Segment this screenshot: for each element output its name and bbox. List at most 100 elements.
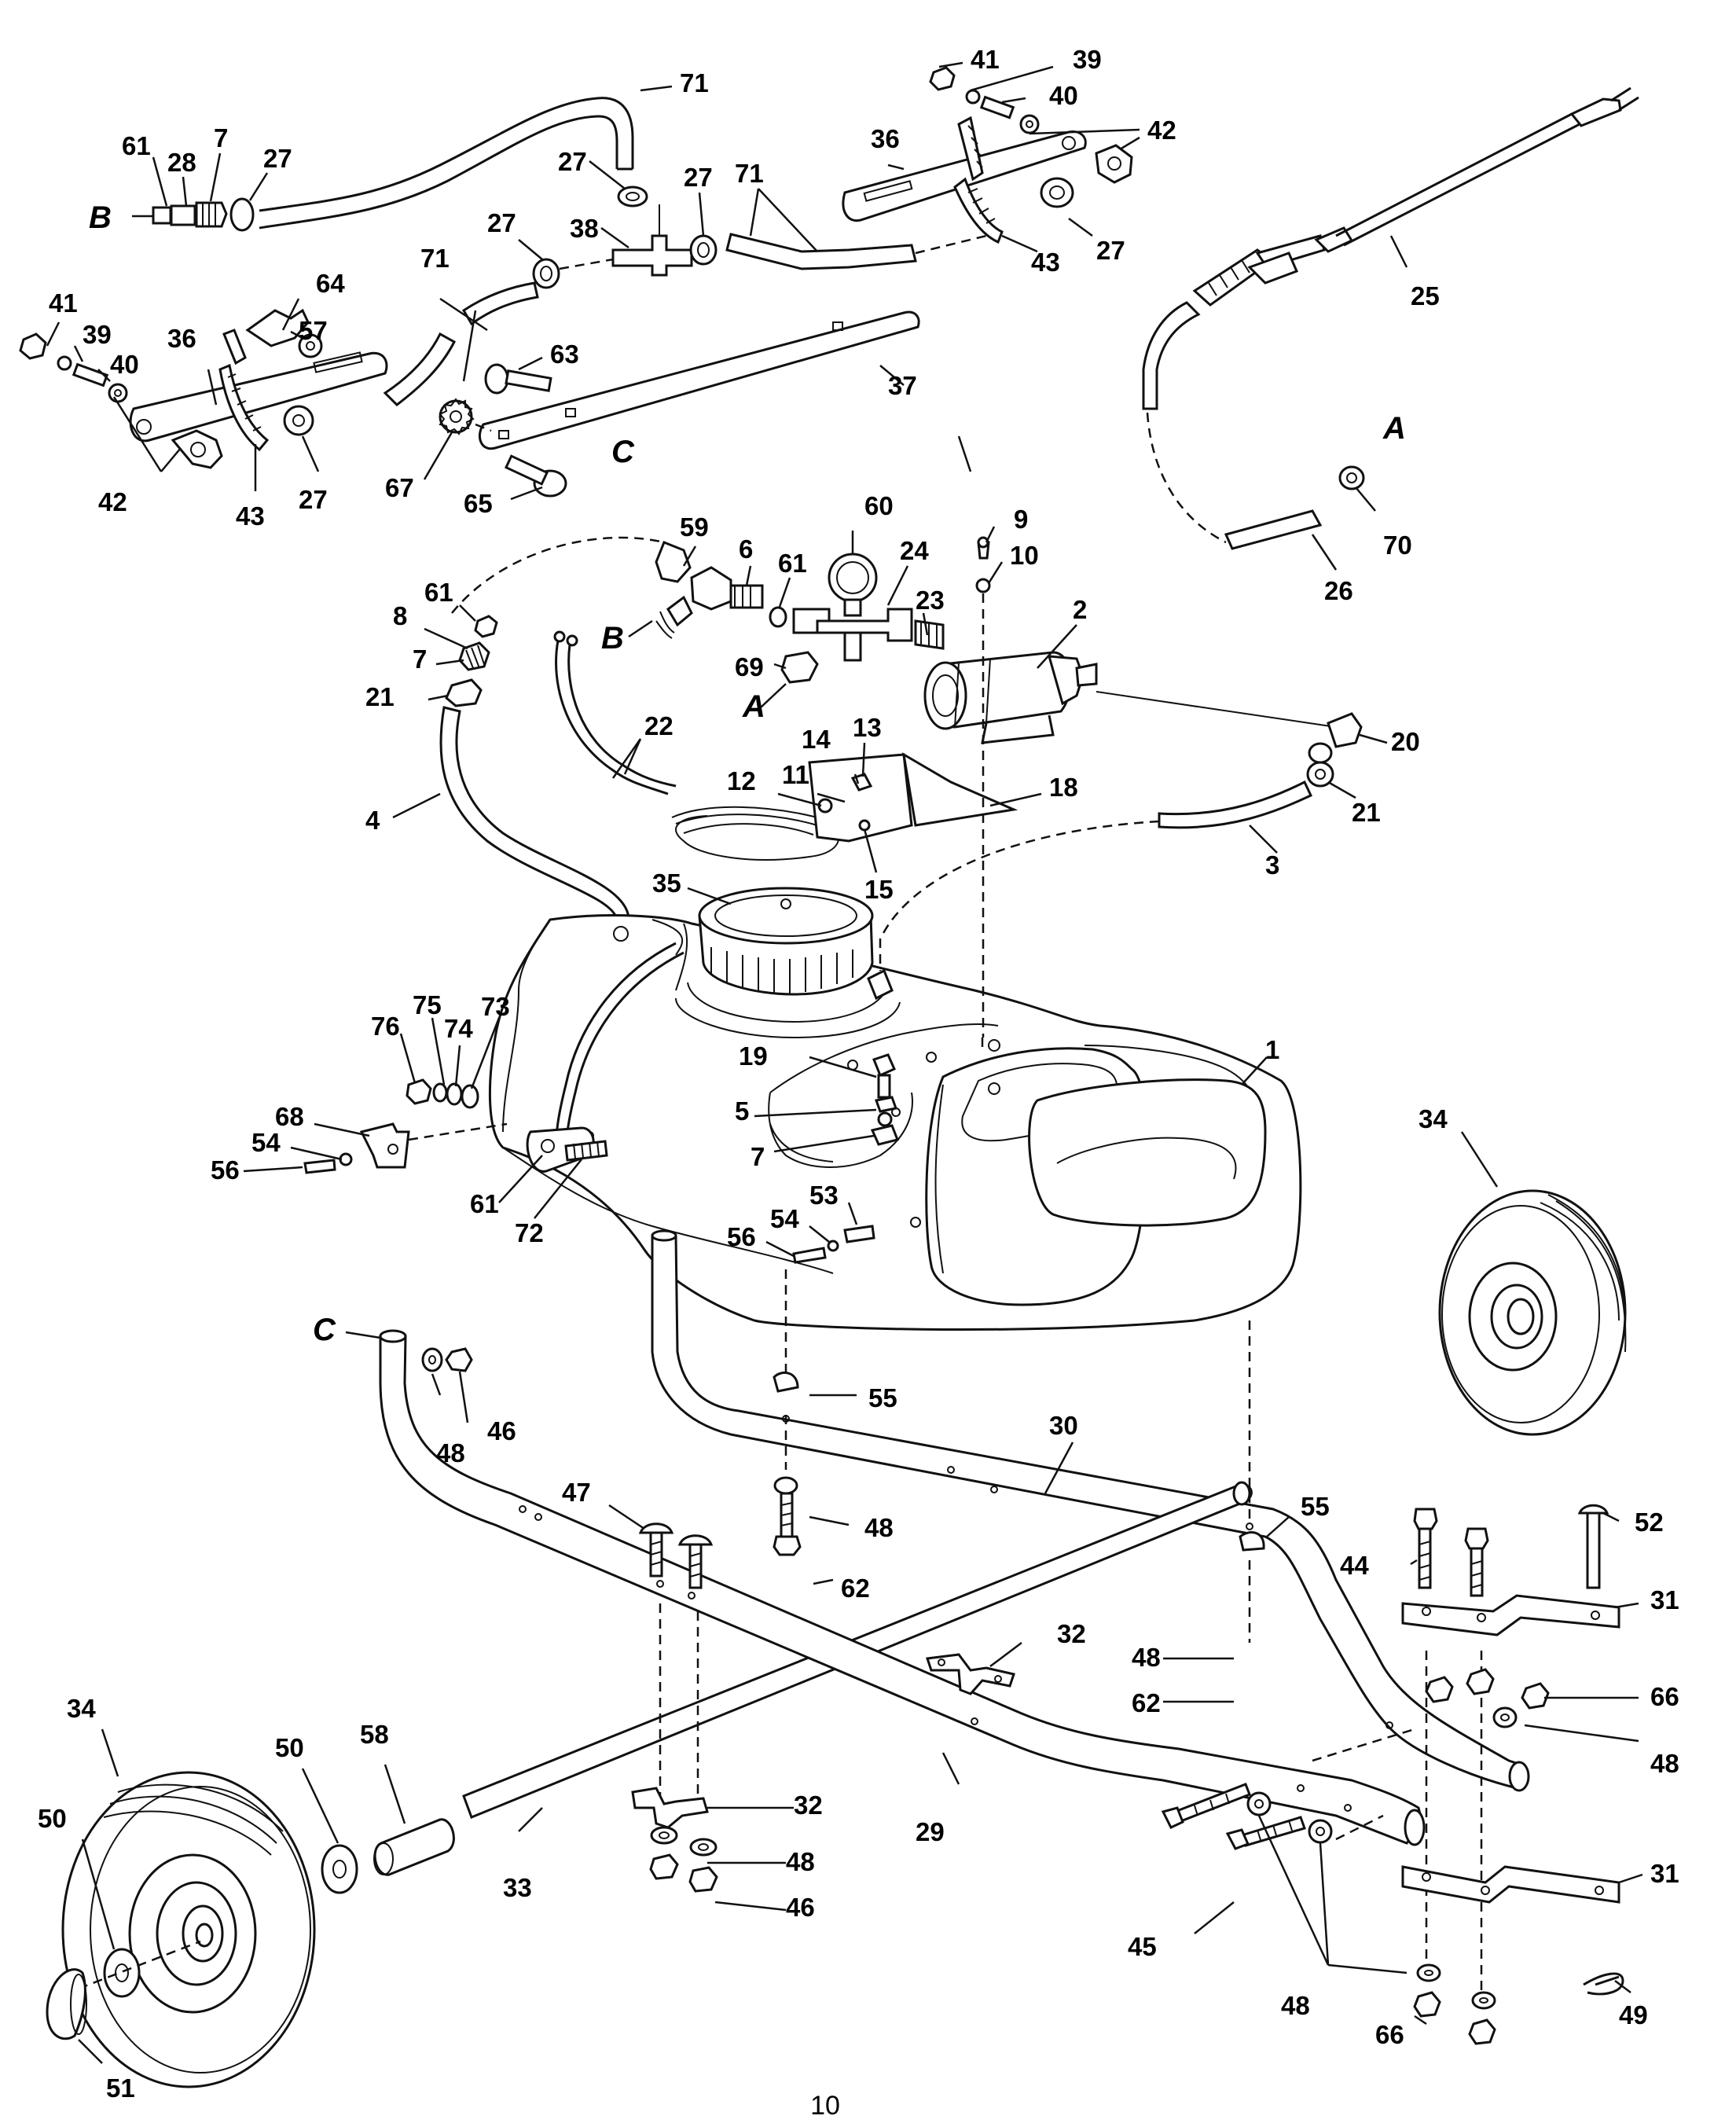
callout-22: 22 (644, 711, 673, 740)
strap-43-right (953, 177, 1004, 244)
callout-56: 56 (211, 1155, 240, 1185)
callout-39: 39 (83, 320, 112, 349)
tank-lid-35 (675, 887, 901, 1039)
callout-57: 57 (299, 316, 328, 345)
callout-18: 18 (1049, 773, 1078, 802)
callout-12: 12 (727, 766, 756, 795)
connection-reference-letters: B C A B A C (89, 200, 1406, 1347)
wire-harness-22 (553, 630, 840, 861)
callout-50: 50 (275, 1733, 304, 1762)
callout-61: 61 (122, 131, 151, 160)
callout-61: 61 (470, 1189, 499, 1218)
frame-tube-29 (379, 1329, 1426, 1846)
callout-70: 70 (1383, 531, 1412, 560)
callout-49: 49 (1619, 2000, 1648, 2029)
callout-72: 72 (515, 1218, 544, 1247)
callout-8: 8 (393, 601, 407, 630)
callout-27: 27 (299, 485, 328, 514)
callout-71: 71 (680, 68, 709, 97)
switch-bracket-18 (808, 752, 1018, 843)
callout-51: 51 (106, 2073, 135, 2103)
callout-67: 67 (385, 473, 414, 502)
tank-fittings-19-5-7 (870, 1053, 900, 1146)
washer-50-inner (321, 1844, 358, 1894)
callout-1: 1 (1265, 1035, 1279, 1064)
callout-55: 55 (868, 1383, 897, 1412)
boom-bracket-36-right (842, 116, 1087, 222)
clip-55-top (773, 1371, 799, 1393)
callout-5: 5 (735, 1096, 749, 1126)
callout-43: 43 (236, 501, 265, 531)
nozzle-fitting-assembly-b (132, 197, 255, 232)
callout-56: 56 (727, 1222, 756, 1251)
washer-48-nut-46-top-left (421, 1347, 473, 1372)
callout-71: 71 (735, 159, 764, 188)
hose-71-down (383, 332, 457, 406)
callout-44: 44 (1340, 1551, 1369, 1580)
callout-64: 64 (316, 269, 345, 298)
clamp-27-left-bracket (283, 405, 314, 436)
callout-74: 74 (444, 1014, 473, 1043)
hose-71-middle-right (725, 233, 987, 270)
callout-36: 36 (871, 124, 900, 153)
callout-7: 7 (214, 123, 228, 152)
spray-wand-25 (1142, 86, 1639, 550)
callout-52: 52 (1635, 1508, 1664, 1537)
callout-60: 60 (864, 491, 894, 520)
callout-61: 61 (424, 578, 453, 607)
tank-1 (488, 914, 1302, 1331)
callout-15: 15 (864, 875, 894, 904)
bracket-68 (359, 1122, 508, 1169)
wheel-34-right (1438, 1189, 1627, 1436)
washers-48-nuts-46-lower (649, 1826, 718, 1893)
callout-31: 31 (1650, 1585, 1679, 1614)
carriage-bolt-65 (504, 454, 567, 498)
callout-39: 39 (1073, 45, 1102, 74)
ref-letter-b: B (89, 200, 112, 235)
hose-4 (439, 706, 630, 921)
callout-76: 76 (371, 1012, 400, 1041)
callout-38: 38 (570, 214, 599, 243)
callout-54: 54 (251, 1128, 281, 1157)
callout-48: 48 (1650, 1749, 1679, 1778)
boom-bar-37 (479, 310, 920, 450)
callout-21: 21 (1352, 798, 1381, 827)
callout-35: 35 (652, 869, 681, 898)
callout-58: 58 (360, 1720, 389, 1749)
ref-letter-c: C (313, 1313, 336, 1347)
callout-6: 6 (739, 534, 753, 564)
callout-40: 40 (1049, 81, 1078, 110)
callout-68: 68 (275, 1102, 304, 1131)
wheel-34-left (61, 1771, 316, 2088)
callout-48: 48 (786, 1847, 815, 1876)
ref-letter-c: C (611, 435, 635, 469)
callout-19: 19 (739, 1041, 768, 1071)
callout-41: 41 (49, 288, 78, 318)
spacer-58 (373, 1818, 455, 1876)
hose-71-middle-left (461, 281, 539, 326)
nuts-66-washers-48-right (1425, 1668, 1550, 1728)
callout-10: 10 (1010, 541, 1039, 570)
callout-75: 75 (413, 990, 442, 1019)
callout-71: 71 (420, 244, 450, 273)
callout-46: 46 (786, 1893, 815, 1922)
callout-73: 73 (481, 992, 510, 1021)
callout-45: 45 (1128, 1932, 1157, 1961)
callout-66: 66 (1375, 2020, 1404, 2049)
callout-7: 7 (751, 1142, 765, 1171)
boom-bracket-36-left (129, 329, 388, 452)
clip-55-right (1239, 1531, 1265, 1552)
callout-61: 61 (778, 549, 807, 578)
callout-26: 26 (1324, 576, 1353, 605)
callout-48: 48 (436, 1438, 465, 1467)
elbow-fitting-20 (1308, 712, 1363, 764)
callout-66: 66 (1650, 1682, 1679, 1711)
hitch-bracket-31-upper (1401, 1594, 1620, 1636)
callout-25: 25 (1411, 281, 1440, 310)
clip-53-54-56 (792, 1225, 875, 1264)
callout-2: 2 (1073, 595, 1087, 624)
callout-50: 50 (38, 1804, 67, 1833)
callout-62: 62 (1132, 1688, 1161, 1717)
callout-14: 14 (802, 725, 831, 754)
